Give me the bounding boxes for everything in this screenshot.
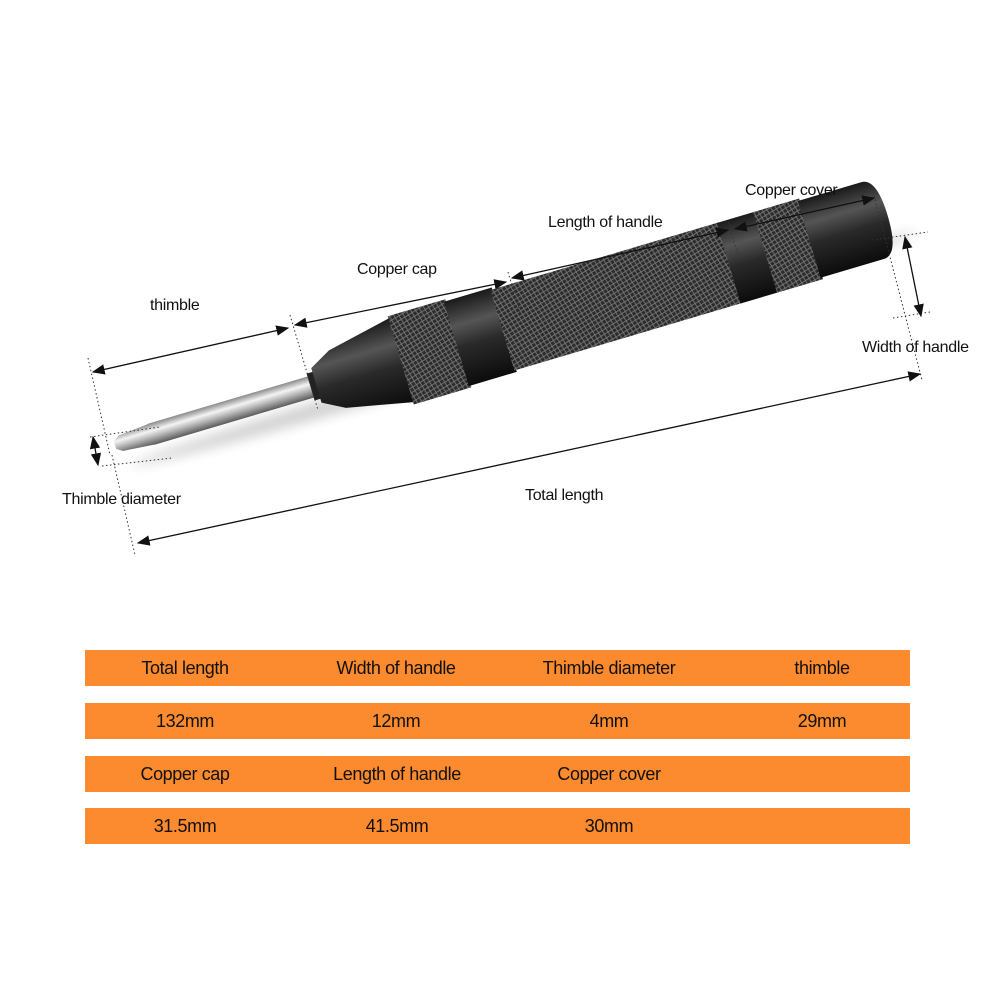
spec-value-row: 31.5mm 41.5mm 30mm — [85, 808, 910, 844]
spec-cell: Total length — [141, 658, 229, 678]
spec-cell: 30mm — [584, 816, 634, 836]
label-thimble: thimble — [150, 297, 200, 314]
spec-cell: 29mm — [797, 711, 847, 731]
spec-cell: 41.5mm — [365, 816, 429, 836]
label-length-of-handle: Length of handle — [548, 214, 663, 231]
label-copper-cap: Copper cap — [357, 261, 437, 278]
spec-header-row: Total length Width of handle Thimble dia… — [85, 650, 910, 686]
center-punch-diagram — [87, 181, 931, 556]
spec-cell: 132mm — [155, 711, 215, 731]
thimble-dimension-arrow — [91, 325, 290, 375]
copper-cover-dimension-arrow — [733, 195, 876, 232]
thimble-diameter-dimension-arrow — [89, 435, 102, 467]
spec-value-row: 132mm 12mm 4mm 29mm — [85, 703, 910, 739]
spec-cell: thimble — [794, 658, 850, 678]
spec-cell: Width of handle — [336, 658, 456, 678]
spec-cell: 4mm — [589, 711, 629, 731]
spec-cell: Thimble diameter — [542, 658, 676, 678]
label-copper-cover: Copper cover — [745, 182, 838, 199]
label-thimble-diameter: Thimble diameter — [62, 491, 181, 508]
spec-cell: Copper cover — [557, 764, 661, 784]
label-width-of-handle: Width of handle — [862, 339, 969, 356]
length-of-handle-dimension-arrow — [510, 227, 730, 281]
spec-cell: 31.5mm — [153, 816, 217, 836]
spec-header-row: Copper cap Length of handle Copper cover — [85, 756, 910, 792]
width-of-handle-dimension-arrow — [902, 235, 924, 318]
spec-cell: 12mm — [371, 711, 421, 731]
spec-cell: Length of handle — [333, 764, 461, 784]
total-length-dimension-arrow — [136, 371, 922, 546]
copper-cap-dimension-arrow — [293, 279, 508, 328]
spec-cell — [722, 808, 922, 844]
label-total-length: Total length — [525, 487, 604, 504]
spec-cell: Copper cap — [140, 764, 230, 784]
spec-cell — [722, 756, 922, 792]
